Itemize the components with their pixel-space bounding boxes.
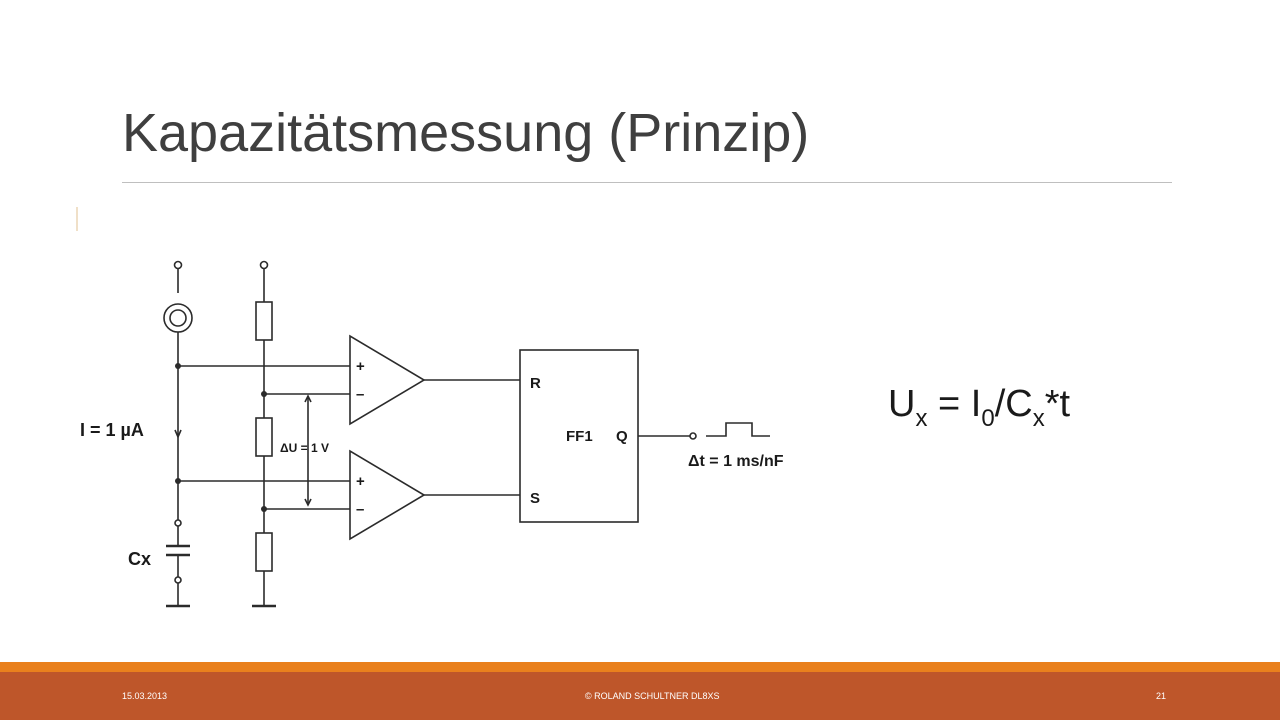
junction-dot: [175, 478, 181, 484]
terminal-q-output: [689, 432, 697, 440]
capacitance-formula: Ux = I0/Cx*t: [888, 383, 1071, 431]
terminal-cx-top: [174, 519, 182, 527]
pulse-waveform: [706, 422, 770, 437]
upper-plus-label: +: [356, 358, 365, 375]
resistor-bottom: [255, 532, 273, 572]
comparator-upper: [349, 334, 426, 426]
junction-dot: [261, 506, 267, 512]
junction-dot: [261, 391, 267, 397]
formula-slash: /C: [994, 383, 1033, 425]
title-divider: [122, 182, 1172, 183]
ff-q-label: Q: [616, 428, 628, 445]
resistor-top: [255, 301, 273, 341]
upper-minus-label: –: [356, 386, 364, 403]
stray-mark: [76, 207, 78, 231]
cx-label: Cx: [128, 549, 151, 569]
current-label: I = 1 µA: [80, 420, 144, 440]
formula-sub-x1: x: [915, 405, 928, 432]
slide-title: Kapazitätsmessung (Prinzip): [122, 103, 810, 163]
footer-bar: 15.03.2013 © ROLAND SCHULTNER DL8XS 21: [0, 672, 1280, 720]
footer-accent-bar: [0, 662, 1280, 672]
ff-s-label: S: [530, 490, 540, 507]
lower-minus-label: –: [356, 501, 364, 518]
terminal-top-left: [173, 260, 183, 270]
junction-dot: [175, 363, 181, 369]
footer-author: © ROLAND SCHULTNER DL8XS: [585, 691, 720, 701]
delta-u-label: ΔU = 1 V: [280, 441, 329, 455]
current-arrow: [174, 429, 182, 440]
resistor-middle: [255, 417, 273, 457]
lower-plus-label: +: [356, 473, 365, 490]
terminal-top-divider: [259, 260, 269, 270]
comparator-lower: [349, 449, 426, 541]
circuit-diagram: I = 1 µA Cx ΔU = 1 V + – + – R S FF1 Q Δ…: [80, 260, 784, 608]
formula-sub-x2: x: [1032, 405, 1045, 432]
delta-t-label: Δt = 1 ms/nF: [688, 453, 784, 470]
formula-tail: *t: [1044, 383, 1071, 425]
footer-date: 15.03.2013: [122, 691, 168, 701]
formula-eq: = I: [927, 383, 982, 425]
formula-sub-0: 0: [981, 405, 995, 432]
terminal-cx-bottom: [174, 576, 182, 584]
formula-u: U: [888, 383, 916, 425]
ff-name-label: FF1: [566, 428, 593, 445]
current-source-symbol: [163, 303, 193, 333]
footer-page-number: 21: [1156, 691, 1167, 701]
ff-r-label: R: [530, 375, 541, 392]
